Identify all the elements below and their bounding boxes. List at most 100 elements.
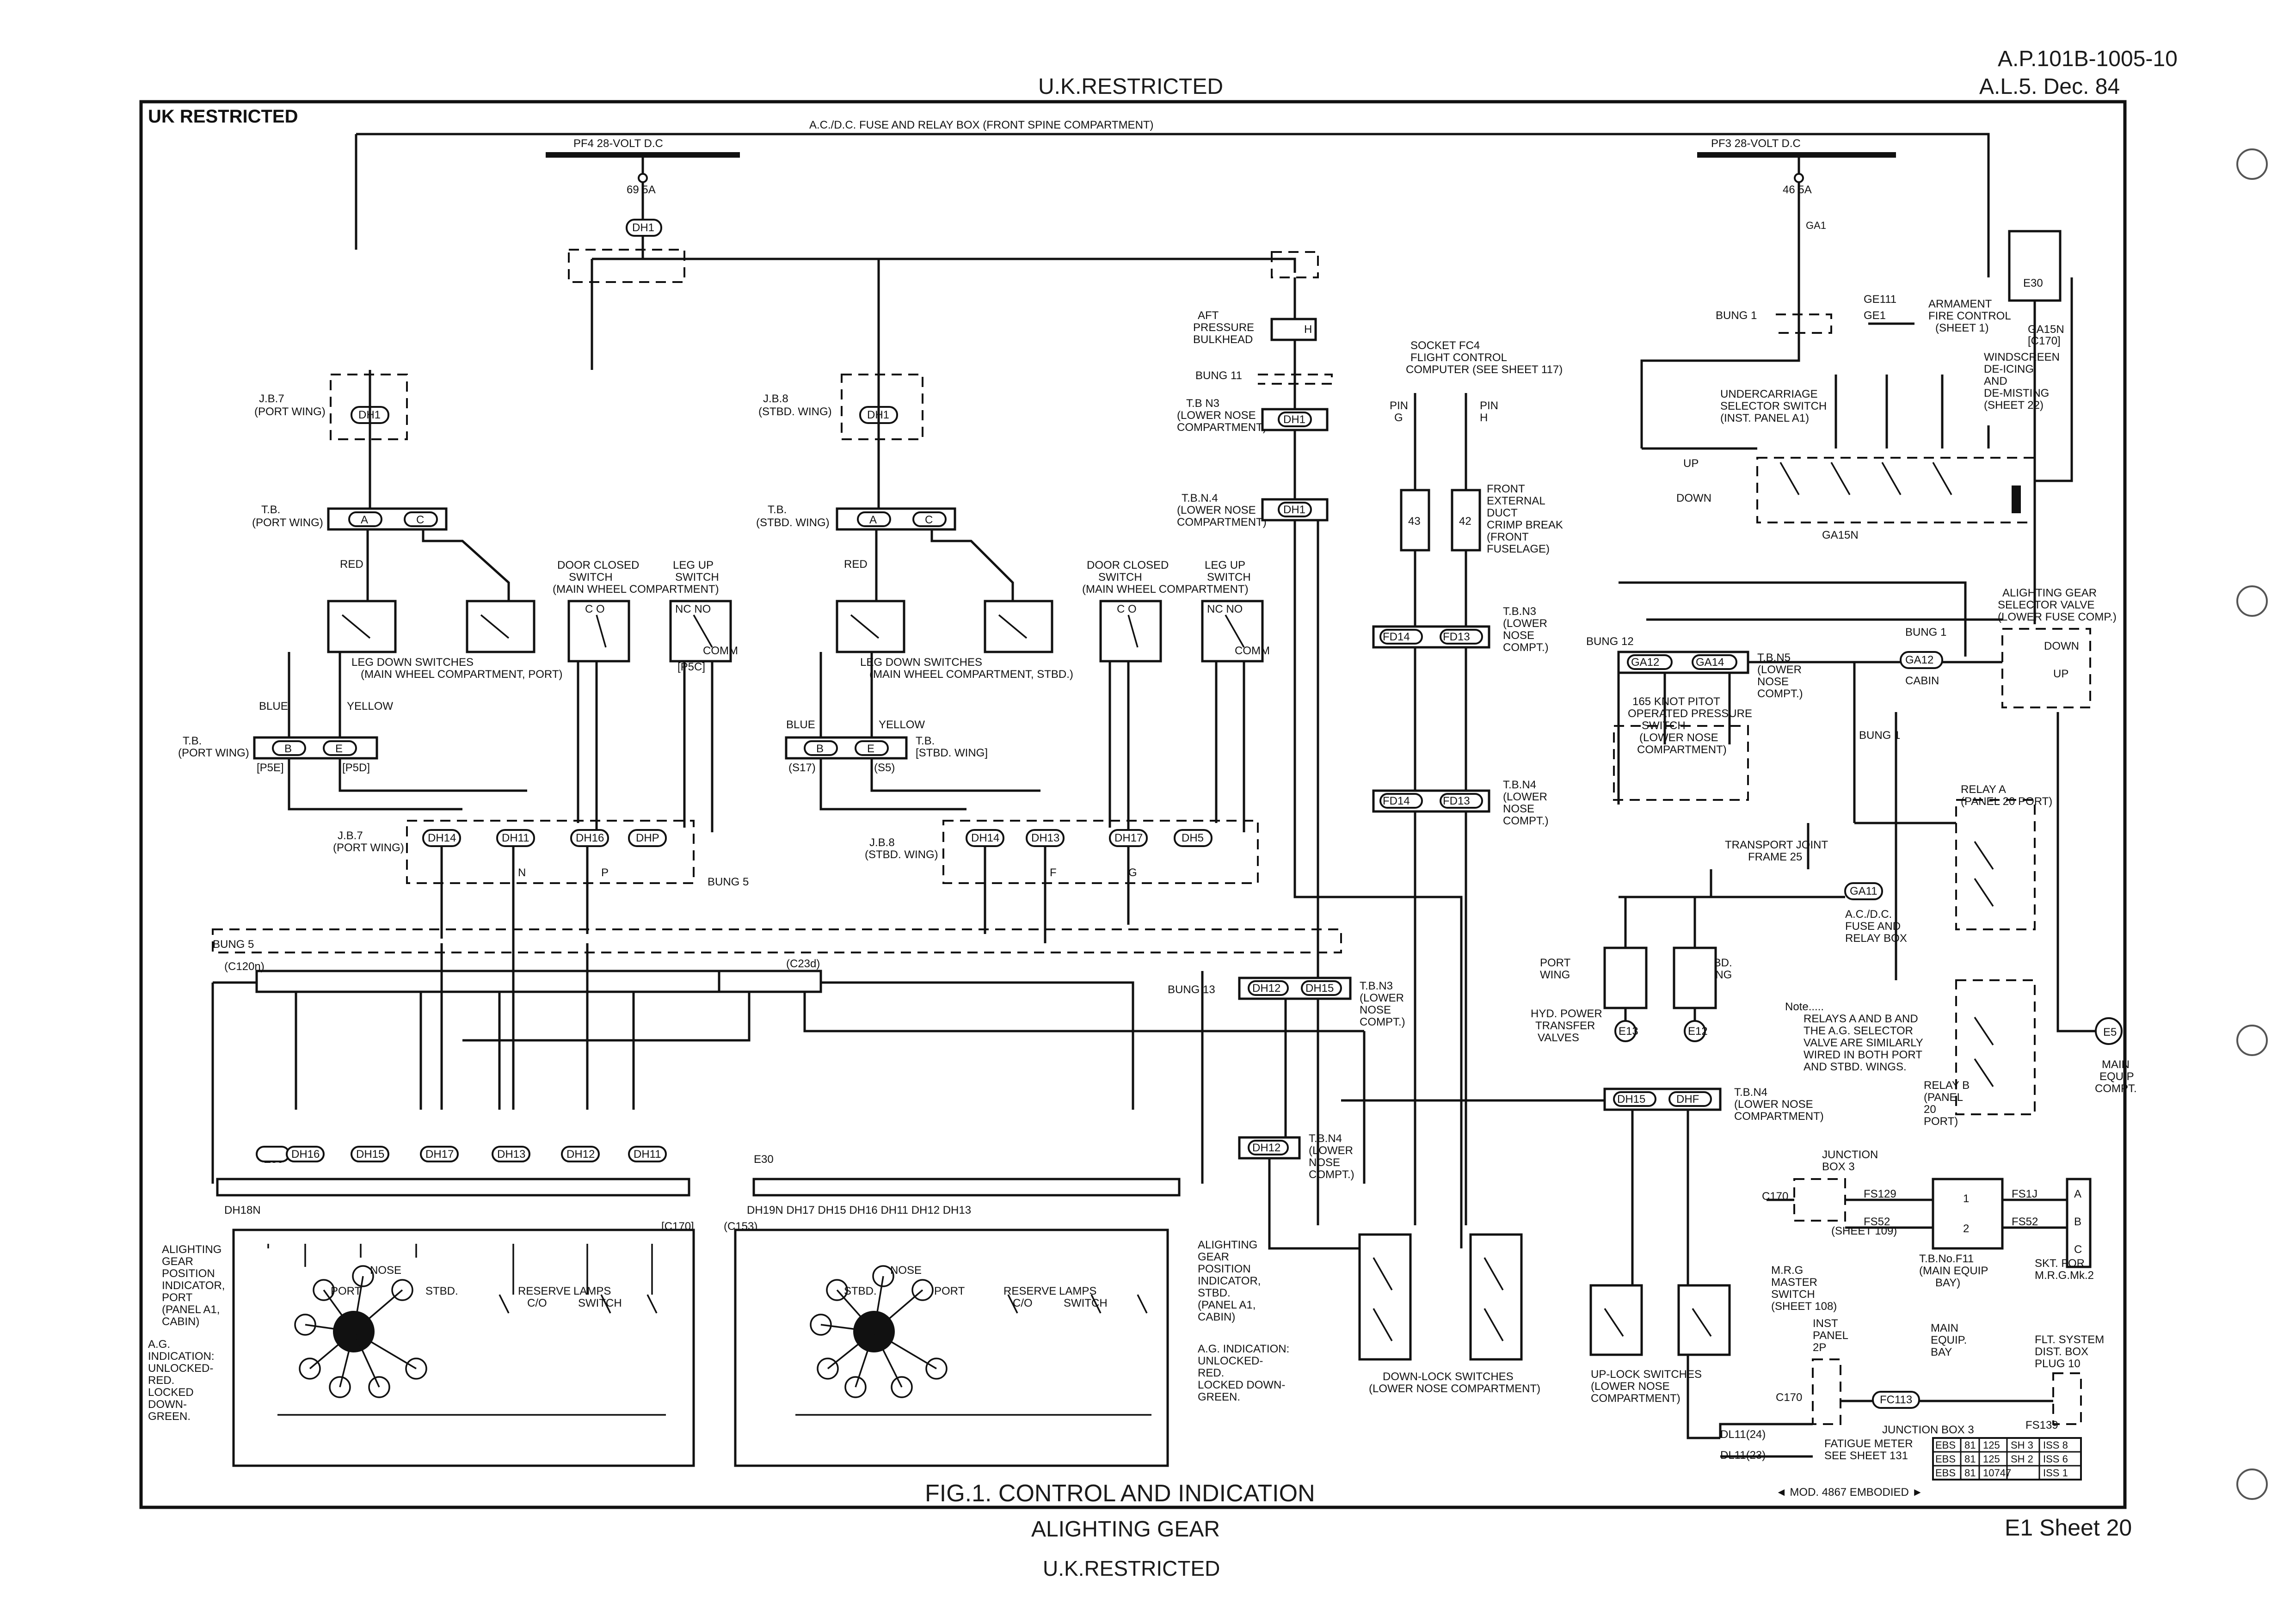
fuse-relay-box-label: A.C./D.C. FUSE AND RELAY BOX (FRONT SPIN… bbox=[809, 119, 1154, 131]
svg-text:42: 42 bbox=[1459, 515, 1471, 528]
svg-text:DH5: DH5 bbox=[1182, 832, 1204, 844]
svg-text:BUNG 11: BUNG 11 bbox=[1195, 369, 1242, 382]
leg-down-port-label: LEG DOWN SWITCHES(MAIN WHEEL COMPARTMENT… bbox=[351, 656, 562, 681]
down-lock-label: DOWN-LOCK SWITCHES(LOWER NOSE COMPARTMEN… bbox=[1369, 1370, 1540, 1395]
svg-text:DH19N DH17 DH15 DH: DH19N DH17 DH15 DH16 DH11 DH12 DH13 bbox=[747, 1204, 971, 1216]
svg-text:DH1: DH1 bbox=[632, 221, 654, 234]
jb7-bottom-label: J.B.7(PORT WING) bbox=[333, 829, 404, 854]
fuse-right-label: 46 5A bbox=[1783, 184, 1812, 196]
svg-text:N: N bbox=[518, 866, 526, 879]
svg-text:C O: C O bbox=[1117, 603, 1137, 615]
sheet-number: E1 Sheet 20 bbox=[2005, 1515, 2132, 1541]
jb7-top-label: J.B.7(PORT WING) bbox=[254, 393, 326, 418]
svg-text:F: F bbox=[1050, 866, 1057, 879]
feed-right-label: GA1 bbox=[1806, 220, 1826, 231]
svg-text:E: E bbox=[335, 743, 343, 755]
svg-text:FD13: FD13 bbox=[1443, 795, 1470, 807]
fuse-relay-box-outline bbox=[355, 133, 1990, 277]
svg-text:(S17): (S17) bbox=[788, 762, 816, 774]
indicator-port-box bbox=[232, 1229, 695, 1467]
svg-text:GE1: GE1 bbox=[1864, 309, 1886, 322]
svg-text:G: G bbox=[1128, 866, 1137, 879]
svg-text:GE111: GE111 bbox=[1864, 293, 1896, 306]
svg-text:C170: C170 bbox=[1776, 1391, 1802, 1404]
tb-stbd-bottom-label: T.B.[STBD. WING] bbox=[916, 735, 988, 759]
svg-text:GA12: GA12 bbox=[1905, 654, 1933, 666]
svg-text:DL11(23): DL11(23) bbox=[1720, 1449, 1766, 1462]
ebs-cell: ISS 6 bbox=[2043, 1453, 2068, 1465]
svg-text:[P5C]: [P5C] bbox=[677, 661, 705, 673]
svg-text:PORT: PORT bbox=[331, 1285, 362, 1297]
svg-text:E5: E5 bbox=[2103, 1026, 2117, 1038]
svg-text:DH17: DH17 bbox=[425, 1148, 454, 1161]
svg-text:STBD.: STBD. bbox=[425, 1285, 458, 1297]
svg-text:DH1: DH1 bbox=[1283, 504, 1305, 516]
ebs-cell: 10747 bbox=[1983, 1467, 2011, 1479]
svg-text:A: A bbox=[869, 514, 877, 526]
subtitle: ALIGHTING GEAR bbox=[1031, 1517, 1220, 1542]
svg-text:BLUE: BLUE bbox=[259, 700, 288, 713]
svg-text:B: B bbox=[2074, 1216, 2081, 1228]
amendment-date: A.L.5. Dec. 84 bbox=[1979, 74, 2120, 99]
svg-text:(C120n): (C120n) bbox=[224, 960, 265, 973]
svg-text:B: B bbox=[284, 743, 292, 755]
ebs-table: EBS 81 125 SH 3 ISS 8 EBS 81 125 SH 2 IS… bbox=[1932, 1437, 2082, 1481]
ebs-cell: 81 bbox=[1964, 1453, 1976, 1465]
svg-text:DH11: DH11 bbox=[634, 1148, 661, 1161]
svg-text:BUNG 1: BUNG 1 bbox=[1716, 309, 1757, 322]
svg-text:43: 43 bbox=[1408, 515, 1421, 528]
tb-port-bottom-label: T.B.(PORT WING) bbox=[178, 735, 249, 759]
svg-text:UP: UP bbox=[2053, 668, 2068, 680]
svg-text:FD14: FD14 bbox=[1383, 795, 1410, 807]
svg-text:CABIN: CABIN bbox=[1905, 675, 1939, 687]
junction-box3-bottom-label: JUNCTION BOX 3 bbox=[1882, 1424, 1974, 1436]
svg-text:C: C bbox=[925, 514, 933, 526]
svg-text:DL11(24): DL11(24) bbox=[1720, 1428, 1766, 1441]
svg-text:PORT: PORT bbox=[934, 1285, 965, 1297]
svg-text:B: B bbox=[816, 743, 824, 755]
svg-text:E30: E30 bbox=[2023, 277, 2043, 289]
svg-text:BUNG 1: BUNG 1 bbox=[1905, 626, 1946, 639]
svg-text:DH12: DH12 bbox=[1252, 1142, 1280, 1154]
svg-text:NC NO: NC NO bbox=[1207, 603, 1243, 615]
svg-text:FS1J: FS1J bbox=[2012, 1188, 2037, 1200]
svg-text:DHF: DHF bbox=[1676, 1093, 1699, 1106]
svg-text:RED: RED bbox=[844, 558, 868, 571]
svg-text:FS129: FS129 bbox=[1864, 1188, 1896, 1200]
svg-text:BUNG 5: BUNG 5 bbox=[708, 876, 749, 888]
svg-text:DH16: DH16 bbox=[291, 1148, 320, 1161]
svg-text:[C170]: [C170] bbox=[2028, 335, 2061, 347]
svg-text:DH14: DH14 bbox=[971, 832, 999, 844]
svg-text:C O: C O bbox=[585, 603, 605, 615]
svg-text:DH11: DH11 bbox=[502, 832, 529, 844]
svg-text:E12: E12 bbox=[1688, 1025, 1708, 1038]
svg-text:E13: E13 bbox=[1619, 1025, 1638, 1038]
tb-port-label: T.B.(PORT WING) bbox=[252, 504, 323, 529]
indicator-port-lamps bbox=[294, 1265, 427, 1398]
svg-text:DH16: DH16 bbox=[576, 832, 604, 844]
svg-text:A: A bbox=[361, 514, 368, 526]
svg-text:DOWN: DOWN bbox=[1676, 492, 1711, 504]
svg-text:GA11: GA11 bbox=[1850, 885, 1877, 897]
svg-text:YELLOW: YELLOW bbox=[347, 700, 393, 713]
svg-text:C: C bbox=[2074, 1243, 2082, 1256]
svg-text:DOWN: DOWN bbox=[2044, 640, 2079, 652]
svg-text:DH14: DH14 bbox=[428, 832, 456, 844]
